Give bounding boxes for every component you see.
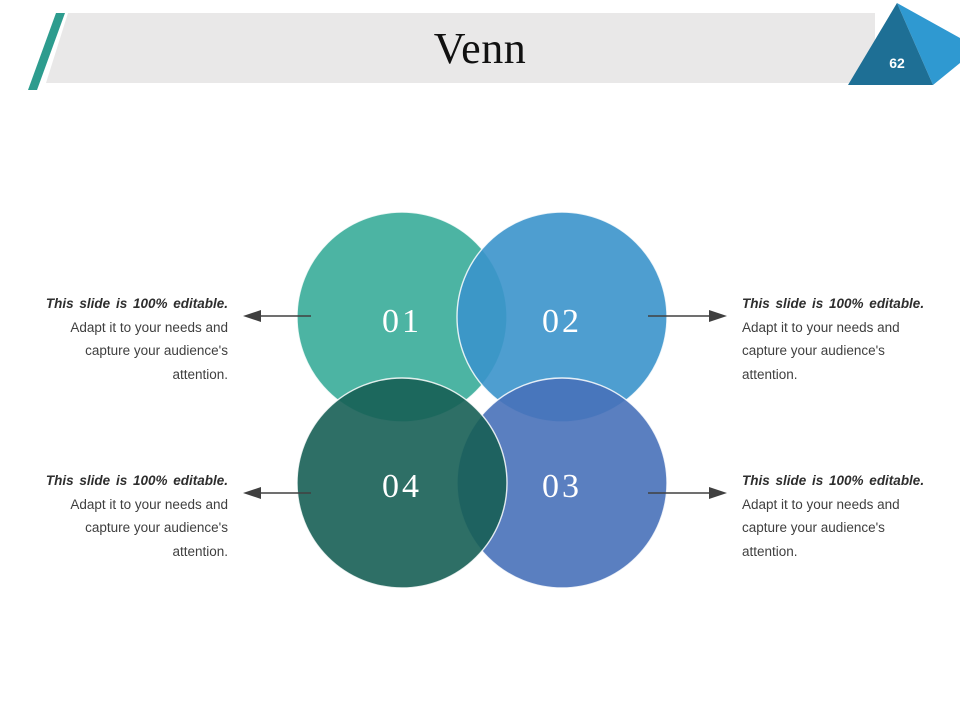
callout-line: attention. [742,366,798,382]
header-bar [46,13,875,83]
venn-label-04: 04 [382,468,422,505]
callout-line: capture your audience's [85,520,228,535]
header: 62 [28,3,960,90]
right-arrowhead-icon [709,310,727,322]
right-arrowhead-icon [709,487,727,499]
callout-line: Adapt it to your needs and [742,319,900,335]
callout-line: attention. [172,366,228,382]
left-arrowhead-icon [243,487,261,499]
page-title: Venn [433,23,527,73]
corner-triangle-dark [848,3,933,85]
accent-stripe [28,13,65,90]
callout-line: This slide is 100% editable. [45,296,228,311]
callout-line: This slide is 100% editable. [742,473,925,488]
venn-circle-04 [296,377,508,589]
corner-triangle-light [897,3,960,85]
venn-label-01: 01 [382,303,422,340]
page-number: 62 [889,55,905,71]
callout-arrows [243,310,727,499]
left-arrowhead-icon [243,310,261,322]
callout-line: capture your audience's [85,343,228,358]
callout-top-left: This slide is 100% editable. Adapt it to… [38,292,228,386]
callout-line: attention. [742,543,798,559]
venn-label-03: 03 [542,468,582,505]
callout-bottom-left: This slide is 100% editable. Adapt it to… [38,469,228,563]
venn-label-02: 02 [542,303,582,340]
callout-line: This slide is 100% editable. [742,296,925,311]
callout-line: capture your audience's [742,520,885,535]
callout-line: Adapt it to your needs and [70,319,228,335]
callout-bottom-right: This slide is 100% editable. Adapt it to… [742,469,947,563]
callout-line: capture your audience's [742,343,885,358]
callout-line: Adapt it to your needs and [70,496,228,512]
callout-line: Adapt it to your needs and [742,496,900,512]
callout-line: This slide is 100% editable. [45,473,228,488]
callout-line: attention. [172,543,228,559]
callout-top-right: This slide is 100% editable. Adapt it to… [742,292,947,386]
